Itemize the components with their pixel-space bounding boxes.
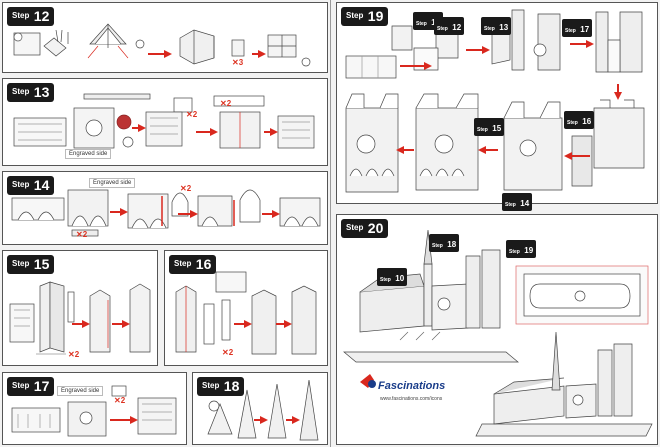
step-14-label: Step 14	[7, 176, 55, 195]
engraved-side-note: Engraved side	[65, 149, 112, 159]
step-15-drawings	[9, 281, 151, 355]
arrow-right-icon	[132, 124, 278, 136]
mini-step-13: Step 13	[481, 17, 512, 35]
times-2-label: ✕2	[220, 99, 232, 108]
times-2-label: ✕2	[186, 110, 198, 119]
mini-step-10: Step 10	[377, 268, 408, 286]
step-19-drawings	[345, 9, 645, 193]
times-2-label: ✕2	[222, 348, 234, 357]
mini-step-15: Step 15	[474, 118, 505, 136]
step-18-label: Step 18	[197, 377, 245, 396]
step-13-label: Step 13	[7, 83, 55, 102]
column-divider	[330, 0, 331, 447]
step-20-label: Step 20	[341, 219, 389, 238]
brand-name: Fascinations	[378, 380, 446, 392]
mini-step-16: Step 16	[564, 111, 595, 129]
step-20-drawings	[343, 229, 653, 437]
mini-step-19: Step 19	[506, 240, 537, 258]
step-18-drawings	[207, 379, 319, 441]
step-14-drawings	[11, 189, 321, 237]
step-16-label: Step 16	[169, 255, 217, 274]
arrow-icons	[396, 40, 622, 160]
times-2-label: ✕2	[180, 184, 192, 193]
fascinations-logo	[360, 374, 376, 388]
step-17-drawings	[11, 385, 177, 437]
brand-url: www.fascinations.com/icons	[380, 396, 443, 402]
arrow-right-icon	[110, 208, 280, 218]
step-12-label: Step 12	[7, 7, 55, 26]
step-12-drawings	[13, 23, 311, 67]
step-13-drawings	[13, 93, 315, 149]
times-2-label: ✕2	[68, 350, 80, 359]
mini-step-17: Step 17	[562, 19, 593, 37]
step-19-label: Step 19	[341, 7, 389, 26]
mini-step-14: Step 14	[502, 193, 533, 211]
times-2-label: ✕2	[114, 396, 126, 405]
step-15-label: Step 15	[7, 255, 55, 274]
times-3-label: ✕3	[232, 58, 244, 67]
step-16-drawings	[175, 271, 317, 355]
engraved-side-note: Engraved side	[57, 386, 104, 396]
times-2-label: ✕2	[76, 230, 88, 239]
mini-step-18: Step 18	[429, 234, 460, 252]
engraved-side-note: Engraved side	[89, 178, 136, 188]
step-17-label: Step 17	[7, 377, 55, 396]
mini-step-12: Step 12	[434, 17, 465, 35]
